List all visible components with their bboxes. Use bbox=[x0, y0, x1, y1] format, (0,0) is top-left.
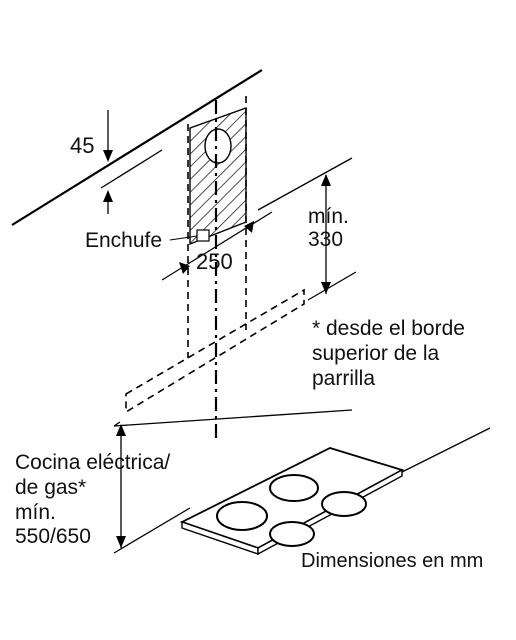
socket-leader bbox=[169, 235, 198, 241]
dim-250-line bbox=[161, 211, 273, 281]
hob-clearance-bottom-arrowhead bbox=[116, 536, 126, 548]
dim-250-left-arrowhead bbox=[179, 262, 190, 274]
counter-line bbox=[401, 427, 491, 473]
dim-250-label: 250 bbox=[196, 249, 233, 274]
hood-canopy bbox=[125, 288, 305, 414]
grate-note-label: * desde el borde superior de la parrilla bbox=[312, 317, 465, 390]
hood-bottom-ref-line-2 bbox=[113, 421, 121, 427]
burner-front-left bbox=[216, 501, 268, 531]
min-330-label: mín. 330 bbox=[308, 205, 349, 252]
burner-back-left bbox=[269, 474, 319, 502]
units-label: Dimensiones en mm bbox=[301, 550, 484, 572]
hob-level-ref-line bbox=[113, 507, 191, 554]
upper-ref-line bbox=[257, 157, 353, 211]
dim-330-top-arrowhead bbox=[321, 174, 331, 186]
lower-ref-line bbox=[307, 271, 357, 301]
ceiling-offset-line bbox=[100, 149, 163, 189]
socket-label: Enchufe bbox=[85, 229, 163, 252]
dim-250-right-arrowhead bbox=[244, 221, 254, 233]
burner-front-right bbox=[269, 521, 315, 547]
burner-back-right bbox=[321, 491, 367, 517]
ceiling-line bbox=[11, 69, 263, 226]
dim-45-label: 45 bbox=[70, 133, 95, 158]
socket-symbol bbox=[196, 229, 210, 242]
dim-45-upper-arrowhead bbox=[103, 150, 113, 162]
exhaust-opening bbox=[204, 128, 232, 164]
dim-330-bottom-arrowhead bbox=[321, 282, 331, 294]
hob-clearance-label: Cocina eléctrica/ de gas* mín. 550/650 bbox=[15, 451, 171, 549]
hood-bottom-ref-line bbox=[113, 409, 353, 427]
hob-clearance-top-arrowhead bbox=[116, 424, 126, 436]
dim-45-lower-arrowhead bbox=[103, 190, 113, 202]
